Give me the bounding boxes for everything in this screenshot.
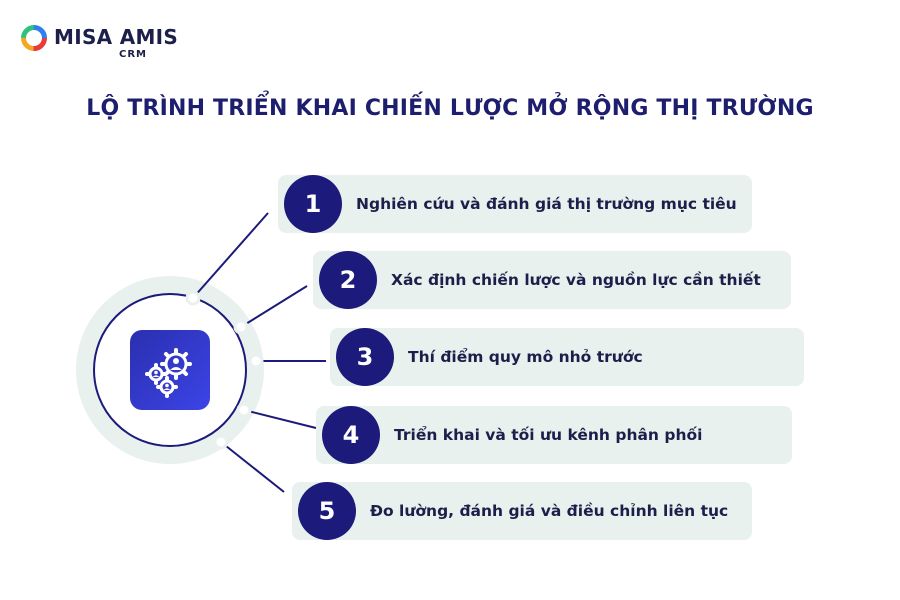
step-label: Triển khai và tối ưu kênh phân phối — [394, 426, 703, 444]
step-number-badge: 1 — [284, 175, 342, 233]
step-number-badge: 4 — [322, 406, 380, 464]
step-card-3: 3 Thí điểm quy mô nhỏ trước — [330, 328, 804, 386]
page-title: LỘ TRÌNH TRIỂN KHAI CHIẾN LƯỢC MỞ RỘNG T… — [86, 96, 814, 121]
node-dot-5 — [213, 434, 229, 450]
node-dot-1 — [185, 290, 201, 306]
step-card-4: 4 Triển khai và tối ưu kênh phân phối — [316, 406, 792, 464]
logo-sub-text: CRM — [119, 49, 147, 60]
step-number-badge: 2 — [319, 251, 377, 309]
node-dot-3 — [248, 353, 264, 369]
misa-logo-icon — [21, 25, 47, 51]
step-card-2: 2 Xác định chiến lược và nguồn lực cần t… — [313, 251, 791, 309]
gears-people-icon — [145, 348, 192, 398]
misa-amis-crm-logo: MISA AMIS CRM — [20, 22, 178, 62]
central-hub — [130, 330, 210, 410]
connector-5 — [220, 441, 285, 493]
logo-brand-text: MISA AMIS — [54, 25, 179, 49]
connector-2 — [240, 285, 308, 328]
step-number-badge: 3 — [336, 328, 394, 386]
step-card-5: 5 Đo lường, đánh giá và điều chỉnh liên … — [292, 482, 752, 540]
step-label: Xác định chiến lược và nguồn lực cần thi… — [391, 271, 761, 289]
step-card-1: 1 Nghiên cứu và đánh giá thị trường mục … — [278, 175, 752, 233]
step-label: Nghiên cứu và đánh giá thị trường mục ti… — [356, 195, 737, 213]
connector-4 — [243, 409, 317, 429]
connector-1 — [192, 212, 269, 299]
step-label: Thí điểm quy mô nhỏ trước — [408, 348, 643, 366]
node-dot-2 — [233, 319, 249, 335]
step-label: Đo lường, đánh giá và điều chỉnh liên tụ… — [370, 502, 729, 520]
step-number-badge: 5 — [298, 482, 356, 540]
node-dot-4 — [236, 402, 252, 418]
